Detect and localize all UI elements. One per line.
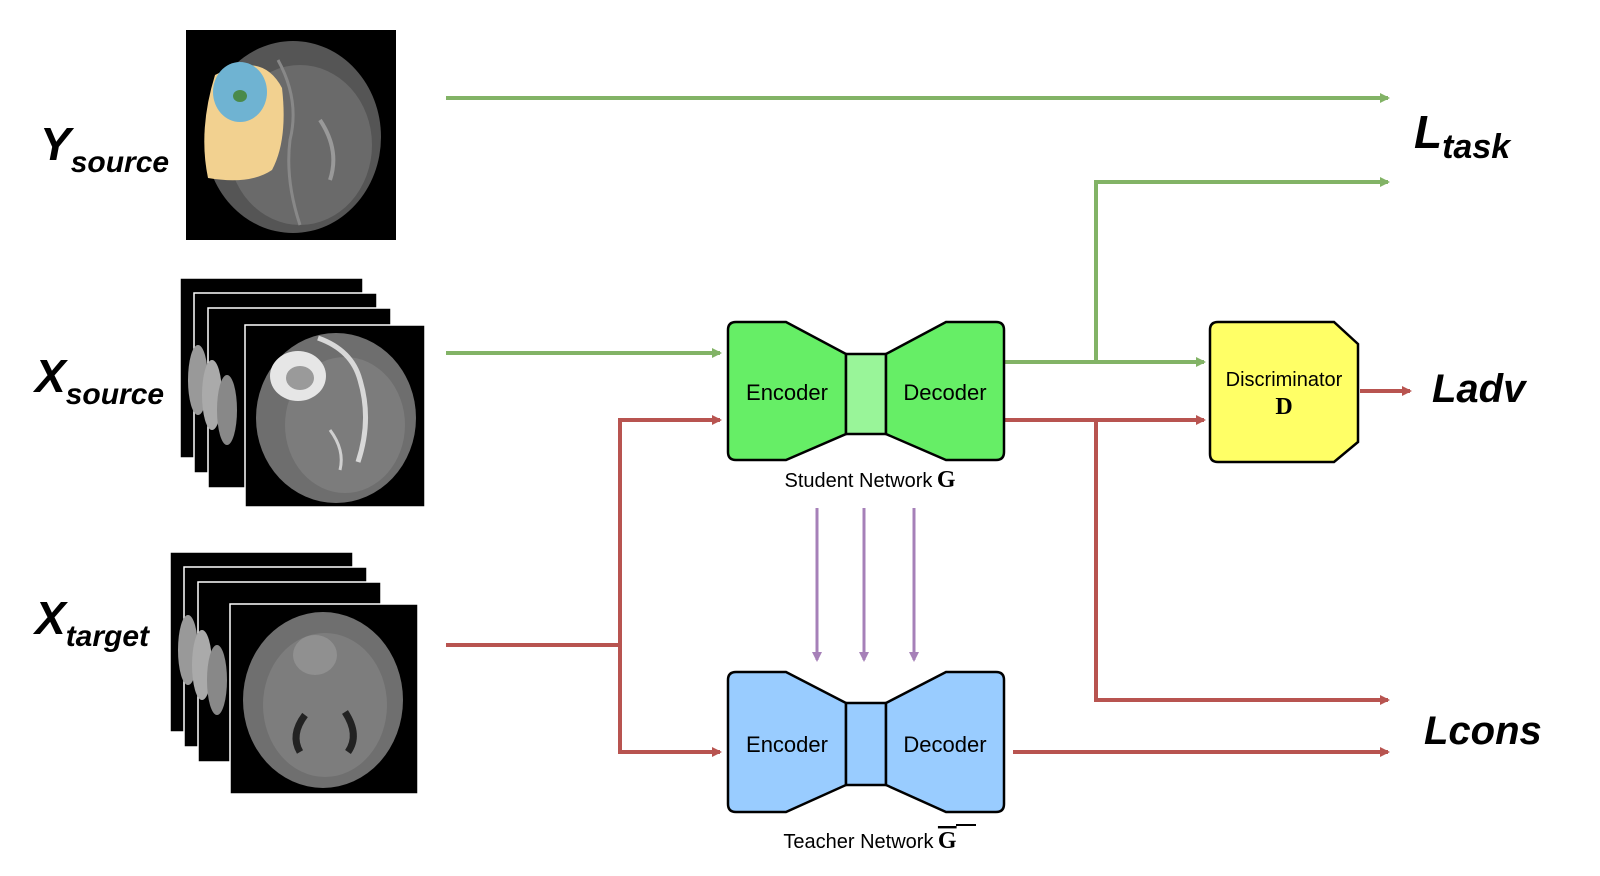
arrow-xtarget-to-teacher [618,645,722,757]
y-source-main: Y [40,118,75,170]
arrow-student-to-lcons [1094,420,1390,705]
student-network-caption: Student Network G [785,467,956,493]
loss-cons-label: Lcons [1424,709,1542,753]
x-source-image-stack [179,277,426,508]
x-source-main: X [32,350,68,402]
x-source-sub: source [66,378,164,411]
y-source-sub: source [71,146,169,179]
student-network: Encoder Decoder Student Network G [726,320,1006,493]
student-encoder-label: Encoder [746,380,828,405]
y-source-label: Ysource [40,118,169,179]
student-decoder-label: Decoder [903,380,986,405]
arrow-student-to-ltask [1094,177,1390,362]
teacher-encoder-label: Encoder [746,732,828,757]
teacher-network-caption: Teacher Network G [783,828,957,854]
student-encoder-block [726,320,848,462]
arrow-xtarget-to-student [618,415,722,752]
teacher-symbol: G [938,828,957,854]
loss-adv-label: Ladv [1432,367,1528,411]
discriminator-block [1208,320,1360,464]
x-target-sub: target [66,620,151,653]
x-target-main: X [32,592,68,644]
x-source-label: Xsource [32,350,164,411]
student-decoder-block [884,320,1006,462]
loss-task-sub: task [1442,128,1512,166]
teacher-encoder-block [726,670,848,814]
teacher-bottleneck-block [844,701,888,787]
student-symbol: G [937,467,956,493]
teacher-decoder-label: Decoder [903,732,986,757]
teacher-decoder-block [884,670,1006,814]
discriminator-symbol: D [1275,394,1292,420]
x-target-label: Xtarget [32,592,151,653]
x-target-image-stack [169,551,419,795]
student-caption-text: Student Network [785,470,934,492]
segmentation-label-image [186,30,396,240]
teacher-caption-text: Teacher Network [783,831,934,853]
teacher-network: Encoder Decoder Teacher Network G [726,670,1006,854]
loss-task-main: L [1414,106,1442,158]
student-bottleneck-block [844,352,888,436]
loss-task-label: Ltask [1414,106,1512,166]
discriminator-label: Discriminator [1226,369,1343,391]
discriminator: Discriminator D [1208,320,1360,464]
